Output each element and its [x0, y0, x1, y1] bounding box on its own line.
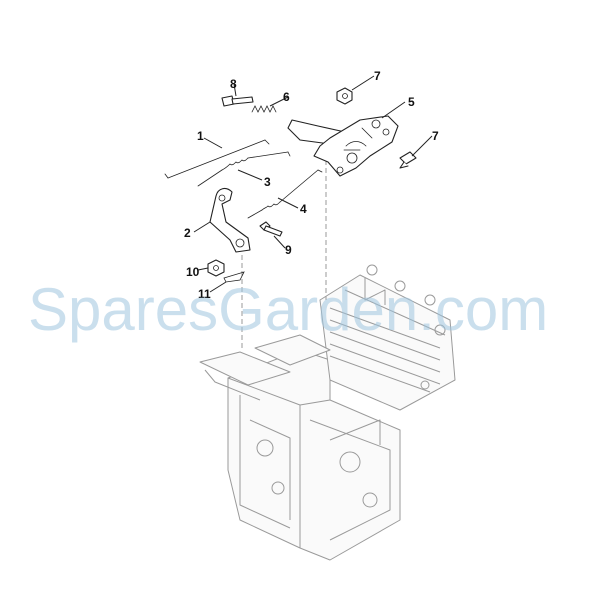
part-8-bolt: [221, 95, 254, 107]
assembly-lines: [241, 160, 327, 350]
callouts: 1 2 3 4 5 6 7 7 8 9 10 11: [184, 69, 439, 301]
part-7-nut-top: [336, 87, 353, 105]
part-6-spring: [251, 105, 277, 113]
callout-4: 4: [300, 202, 307, 216]
callout-7-right: 7: [432, 129, 439, 143]
callout-3: 3: [264, 175, 271, 189]
part-5-throttle-control: [287, 115, 399, 177]
part-11-clip: [223, 271, 245, 283]
callout-6: 6: [283, 90, 290, 104]
callout-5: 5: [408, 95, 415, 109]
part-3-governor-spring: [197, 151, 291, 187]
callout-8: 8: [230, 77, 237, 91]
part-1-control-rod: [164, 139, 270, 179]
part-10-nut: [207, 259, 225, 277]
callout-11: 11: [198, 287, 211, 301]
callout-9: 9: [285, 243, 292, 257]
callout-2: 2: [184, 226, 191, 240]
watermark-text: SparesGarden.com: [28, 276, 548, 343]
part-7-screw-right: [399, 151, 417, 169]
part-4-link-rod: [247, 169, 323, 219]
engine-block: [199, 264, 456, 561]
callout-7-top: 7: [374, 69, 381, 83]
leader-lines: [193, 75, 433, 293]
callout-10: 10: [186, 265, 200, 279]
part-9-screw: [259, 221, 283, 237]
part-2-governor-lever: [209, 187, 251, 253]
callout-1: 1: [197, 129, 204, 143]
